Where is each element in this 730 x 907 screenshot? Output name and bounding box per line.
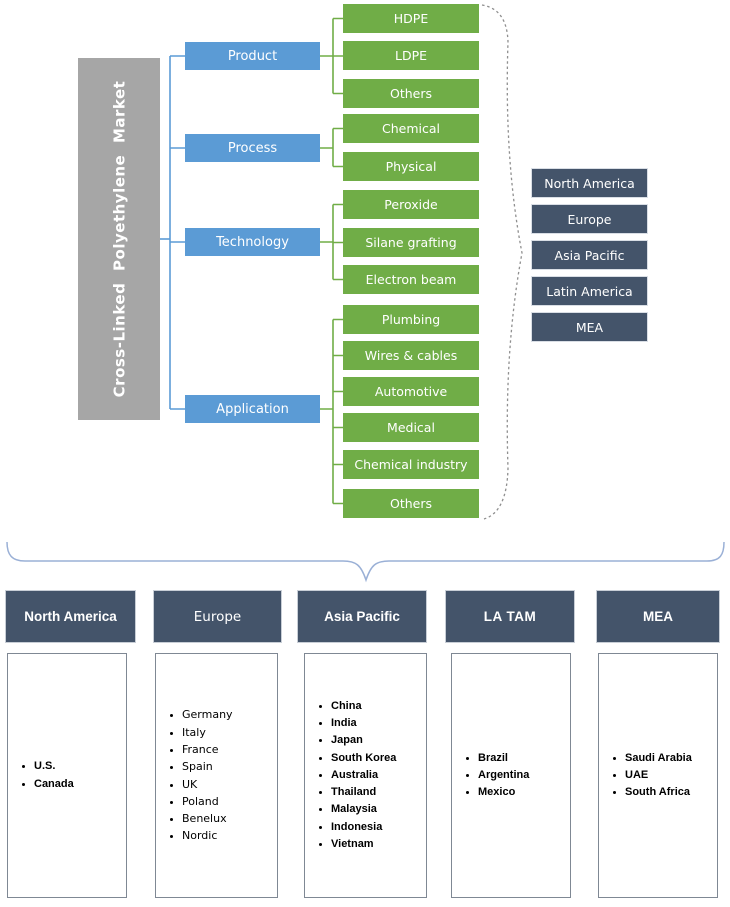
- list-item: Malaysia: [331, 801, 422, 818]
- segment-plumbing: Plumbing: [343, 305, 479, 334]
- region-mea: MEA: [531, 312, 648, 342]
- curly-brace-regions: [481, 4, 523, 520]
- country-list-europe: GermanyItalyFranceSpainUKPolandBeneluxNo…: [155, 653, 278, 898]
- segment-product-others: Others: [343, 79, 479, 108]
- column-header-latam: LA TAM: [445, 590, 575, 643]
- list-item: UAE: [625, 767, 713, 784]
- list-item: Japan: [331, 732, 422, 749]
- country-list: BrazilArgentinaMexico: [452, 750, 570, 802]
- country-list: GermanyItalyFranceSpainUKPolandBeneluxNo…: [156, 706, 277, 844]
- segment-electron-beam: Electron beam: [343, 265, 479, 294]
- blue-connectors: [160, 55, 185, 410]
- list-item: Benelux: [182, 810, 273, 827]
- column-header-mea: MEA: [596, 590, 720, 643]
- segment-automotive: Automotive: [343, 377, 479, 406]
- column-header-north-america: North America: [5, 590, 136, 643]
- list-item: India: [331, 715, 422, 732]
- column-header-europe: Europe: [153, 590, 282, 643]
- segment-hdpe: HDPE: [343, 4, 479, 33]
- list-item: China: [331, 698, 422, 715]
- category-application: Application: [185, 395, 320, 423]
- list-item: Australia: [331, 767, 422, 784]
- list-item: UK: [182, 776, 273, 793]
- list-item: Germany: [182, 706, 273, 723]
- segment-wires-cables: Wires & cables: [343, 341, 479, 370]
- list-item: Poland: [182, 793, 273, 810]
- segment-medical: Medical: [343, 413, 479, 442]
- list-item: Vietnam: [331, 836, 422, 853]
- segment-physical: Physical: [343, 152, 479, 181]
- country-list: ChinaIndiaJapanSouth KoreaAustraliaThail…: [305, 698, 426, 854]
- market-root-box: Cross-Linked Polyethylene Market: [78, 58, 160, 420]
- curly-brace-bottom: [6, 541, 725, 583]
- segment-chemical-industry: Chemical industry: [343, 450, 479, 479]
- list-item: Mexico: [478, 784, 566, 801]
- list-item: Canada: [34, 776, 122, 793]
- list-item: South Africa: [625, 784, 713, 801]
- list-item: Brazil: [478, 750, 566, 767]
- list-item: France: [182, 741, 273, 758]
- category-technology: Technology: [185, 228, 320, 256]
- region-latin-america: Latin America: [531, 276, 648, 306]
- list-item: Thailand: [331, 784, 422, 801]
- country-list-latam: BrazilArgentinaMexico: [451, 653, 571, 898]
- list-item: Spain: [182, 758, 273, 775]
- list-item: Nordic: [182, 827, 273, 844]
- country-list-mea: Saudi ArabiaUAESouth Africa: [598, 653, 718, 898]
- green-connectors: [320, 17, 343, 505]
- segment-chemical: Chemical: [343, 114, 479, 143]
- list-item: Argentina: [478, 767, 566, 784]
- category-process: Process: [185, 134, 320, 162]
- region-north-america: North America: [531, 168, 648, 198]
- column-header-asia-pacific: Asia Pacific: [297, 590, 427, 643]
- list-item: Italy: [182, 724, 273, 741]
- region-europe: Europe: [531, 204, 648, 234]
- market-title: Cross-Linked Polyethylene Market: [110, 80, 128, 398]
- list-item: South Korea: [331, 750, 422, 767]
- country-list: U.S.Canada: [8, 758, 126, 793]
- list-item: Indonesia: [331, 819, 422, 836]
- country-list: Saudi ArabiaUAESouth Africa: [599, 750, 717, 802]
- segment-application-others: Others: [343, 489, 479, 518]
- region-asia-pacific: Asia Pacific: [531, 240, 648, 270]
- category-product: Product: [185, 42, 320, 70]
- list-item: U.S.: [34, 758, 122, 775]
- country-list-north-america: U.S.Canada: [7, 653, 127, 898]
- country-list-asia-pacific: ChinaIndiaJapanSouth KoreaAustraliaThail…: [304, 653, 427, 898]
- segment-silane-grafting: Silane grafting: [343, 228, 479, 257]
- segment-ldpe: LDPE: [343, 41, 479, 70]
- segment-peroxide: Peroxide: [343, 190, 479, 219]
- list-item: Saudi Arabia: [625, 750, 713, 767]
